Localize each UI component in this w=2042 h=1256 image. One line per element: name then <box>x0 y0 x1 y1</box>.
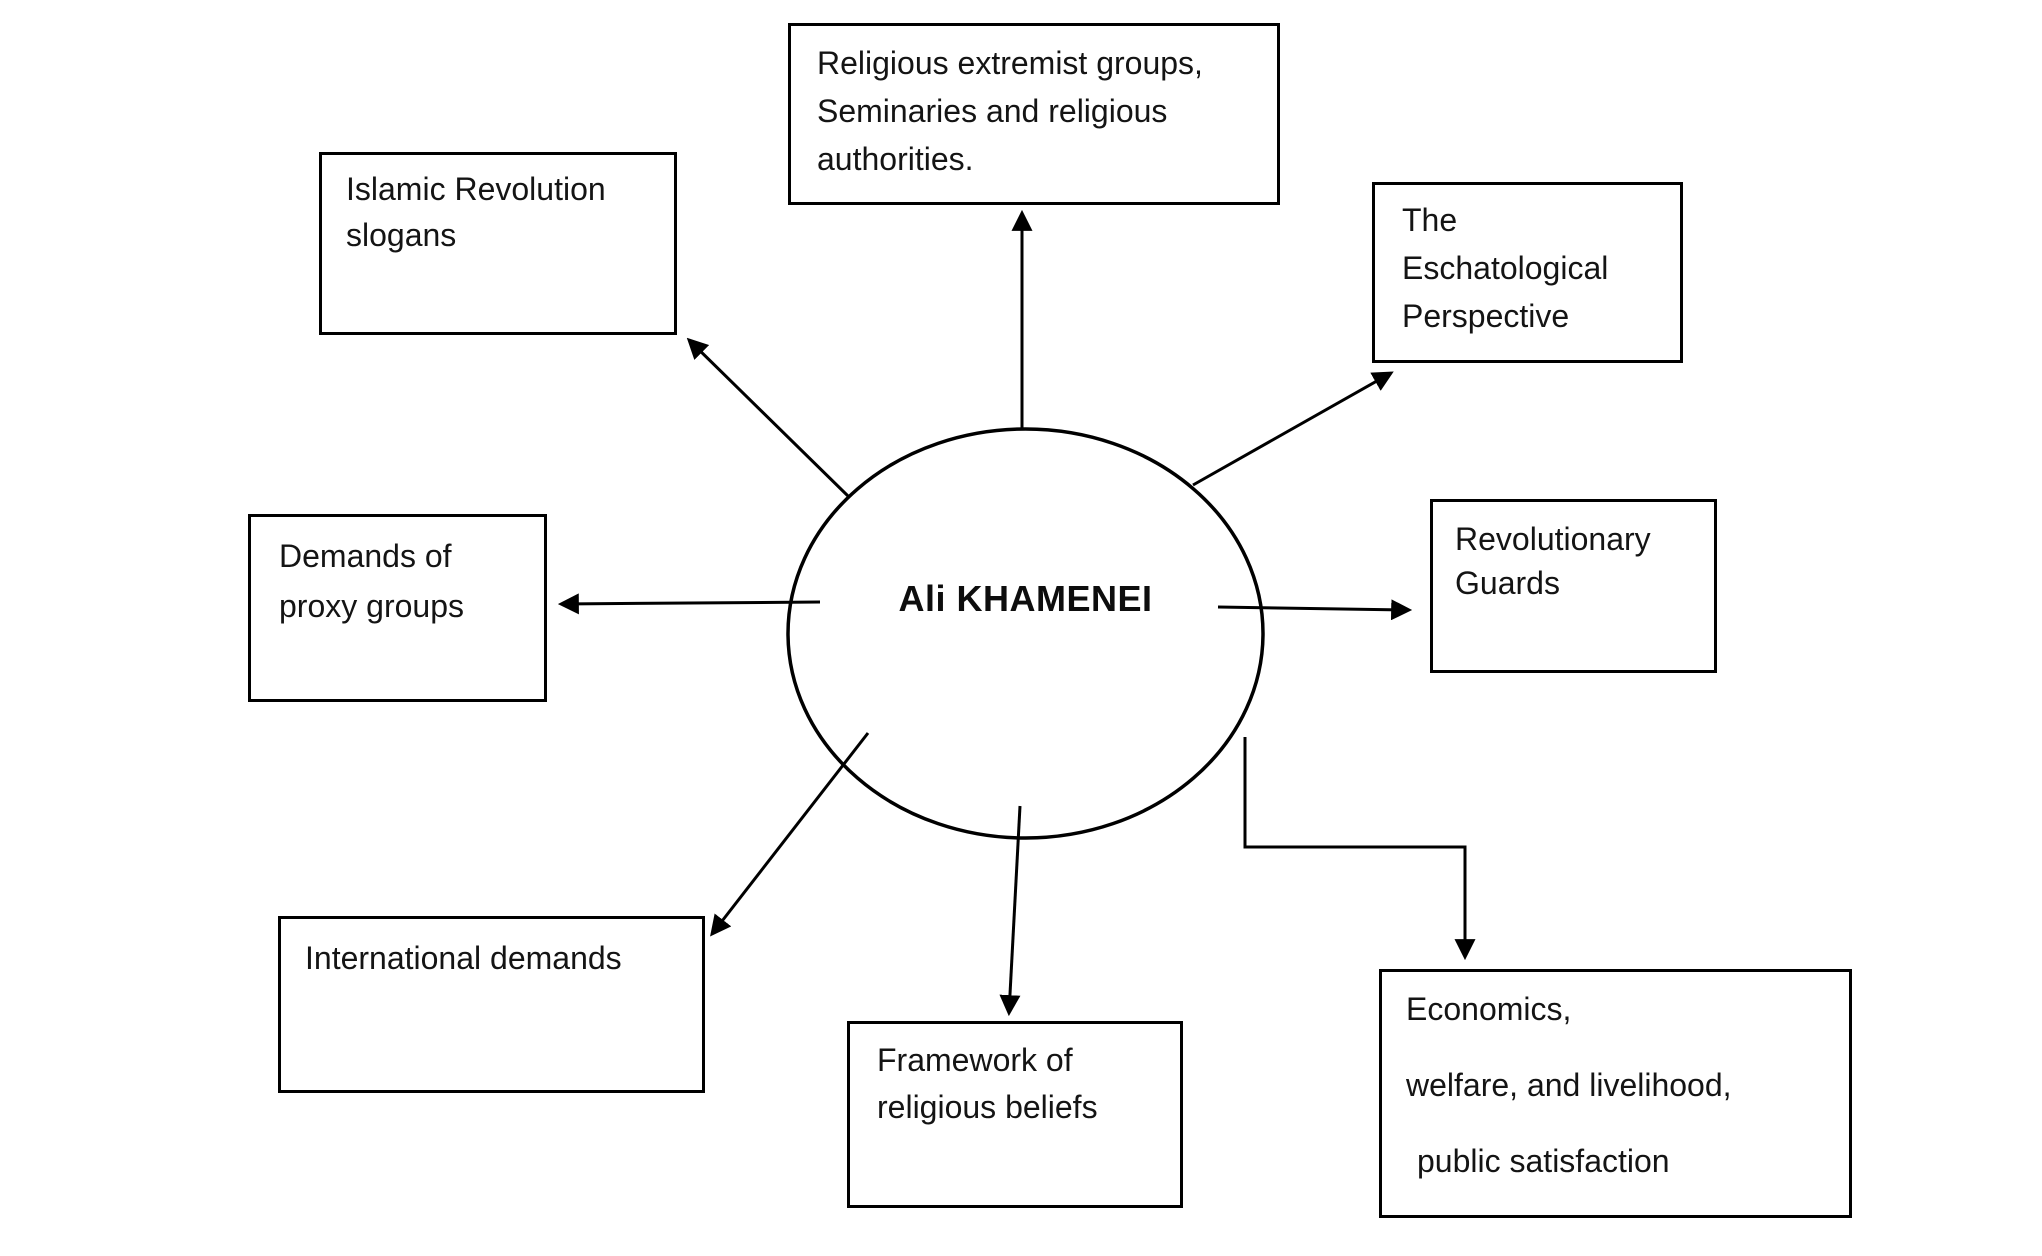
node-eschatological-perspective: The Eschatological Perspective <box>1372 182 1683 363</box>
connector-upper-left-arrow <box>686 337 850 498</box>
node-line: The <box>1402 202 1458 238</box>
node-line: Economics, <box>1406 991 1572 1027</box>
node-line: Religious extremist groups, <box>817 45 1203 81</box>
node-line: Demands of <box>279 538 452 574</box>
node-line: authorities. <box>817 141 974 177</box>
node-line: Islamic Revolution <box>346 171 606 207</box>
node-line: slogans <box>346 217 457 253</box>
node-line: Seminaries and religious <box>817 93 1168 129</box>
node-line: Framework of <box>877 1042 1073 1078</box>
connector-bottom-arrow <box>999 805 1022 1017</box>
node-revolutionary-guards: Revolutionary Guards <box>1430 499 1717 673</box>
node-economics-welfare-livelihood: Economics, welfare, and livelihood, publ… <box>1379 969 1852 1218</box>
center-ellipse <box>786 427 1265 840</box>
node-line: Eschatological <box>1402 250 1609 286</box>
center-node-label: Ali KHAMENEI <box>898 578 1153 619</box>
node-religious-extremist-groups: Religious extremist groups, Seminaries a… <box>788 23 1280 205</box>
connector-upper-right-arrow <box>1192 371 1394 487</box>
node-line: International demands <box>305 940 622 976</box>
node-line: welfare, and livelihood, <box>1406 1067 1732 1103</box>
node-framework-of-religious-beliefs: Framework of religious beliefs <box>847 1021 1183 1208</box>
connector-lower-left-arrow <box>710 732 870 937</box>
connector-elbow-arrow <box>1243 737 1476 961</box>
node-line: Perspective <box>1402 298 1570 334</box>
node-islamic-revolution-slogans: Islamic Revolution slogans <box>319 152 677 335</box>
node-line: proxy groups <box>279 588 464 624</box>
node-international-demands: International demands <box>278 916 705 1093</box>
node-line: Guards <box>1455 565 1560 601</box>
node-line: Revolutionary <box>1455 521 1651 557</box>
node-line: religious beliefs <box>877 1089 1098 1125</box>
connector-left-arrow <box>557 593 821 615</box>
node-demands-of-proxy-groups: Demands of proxy groups <box>248 514 547 702</box>
connector-right-arrow <box>1217 599 1413 621</box>
node-line: public satisfaction <box>1417 1143 1670 1179</box>
